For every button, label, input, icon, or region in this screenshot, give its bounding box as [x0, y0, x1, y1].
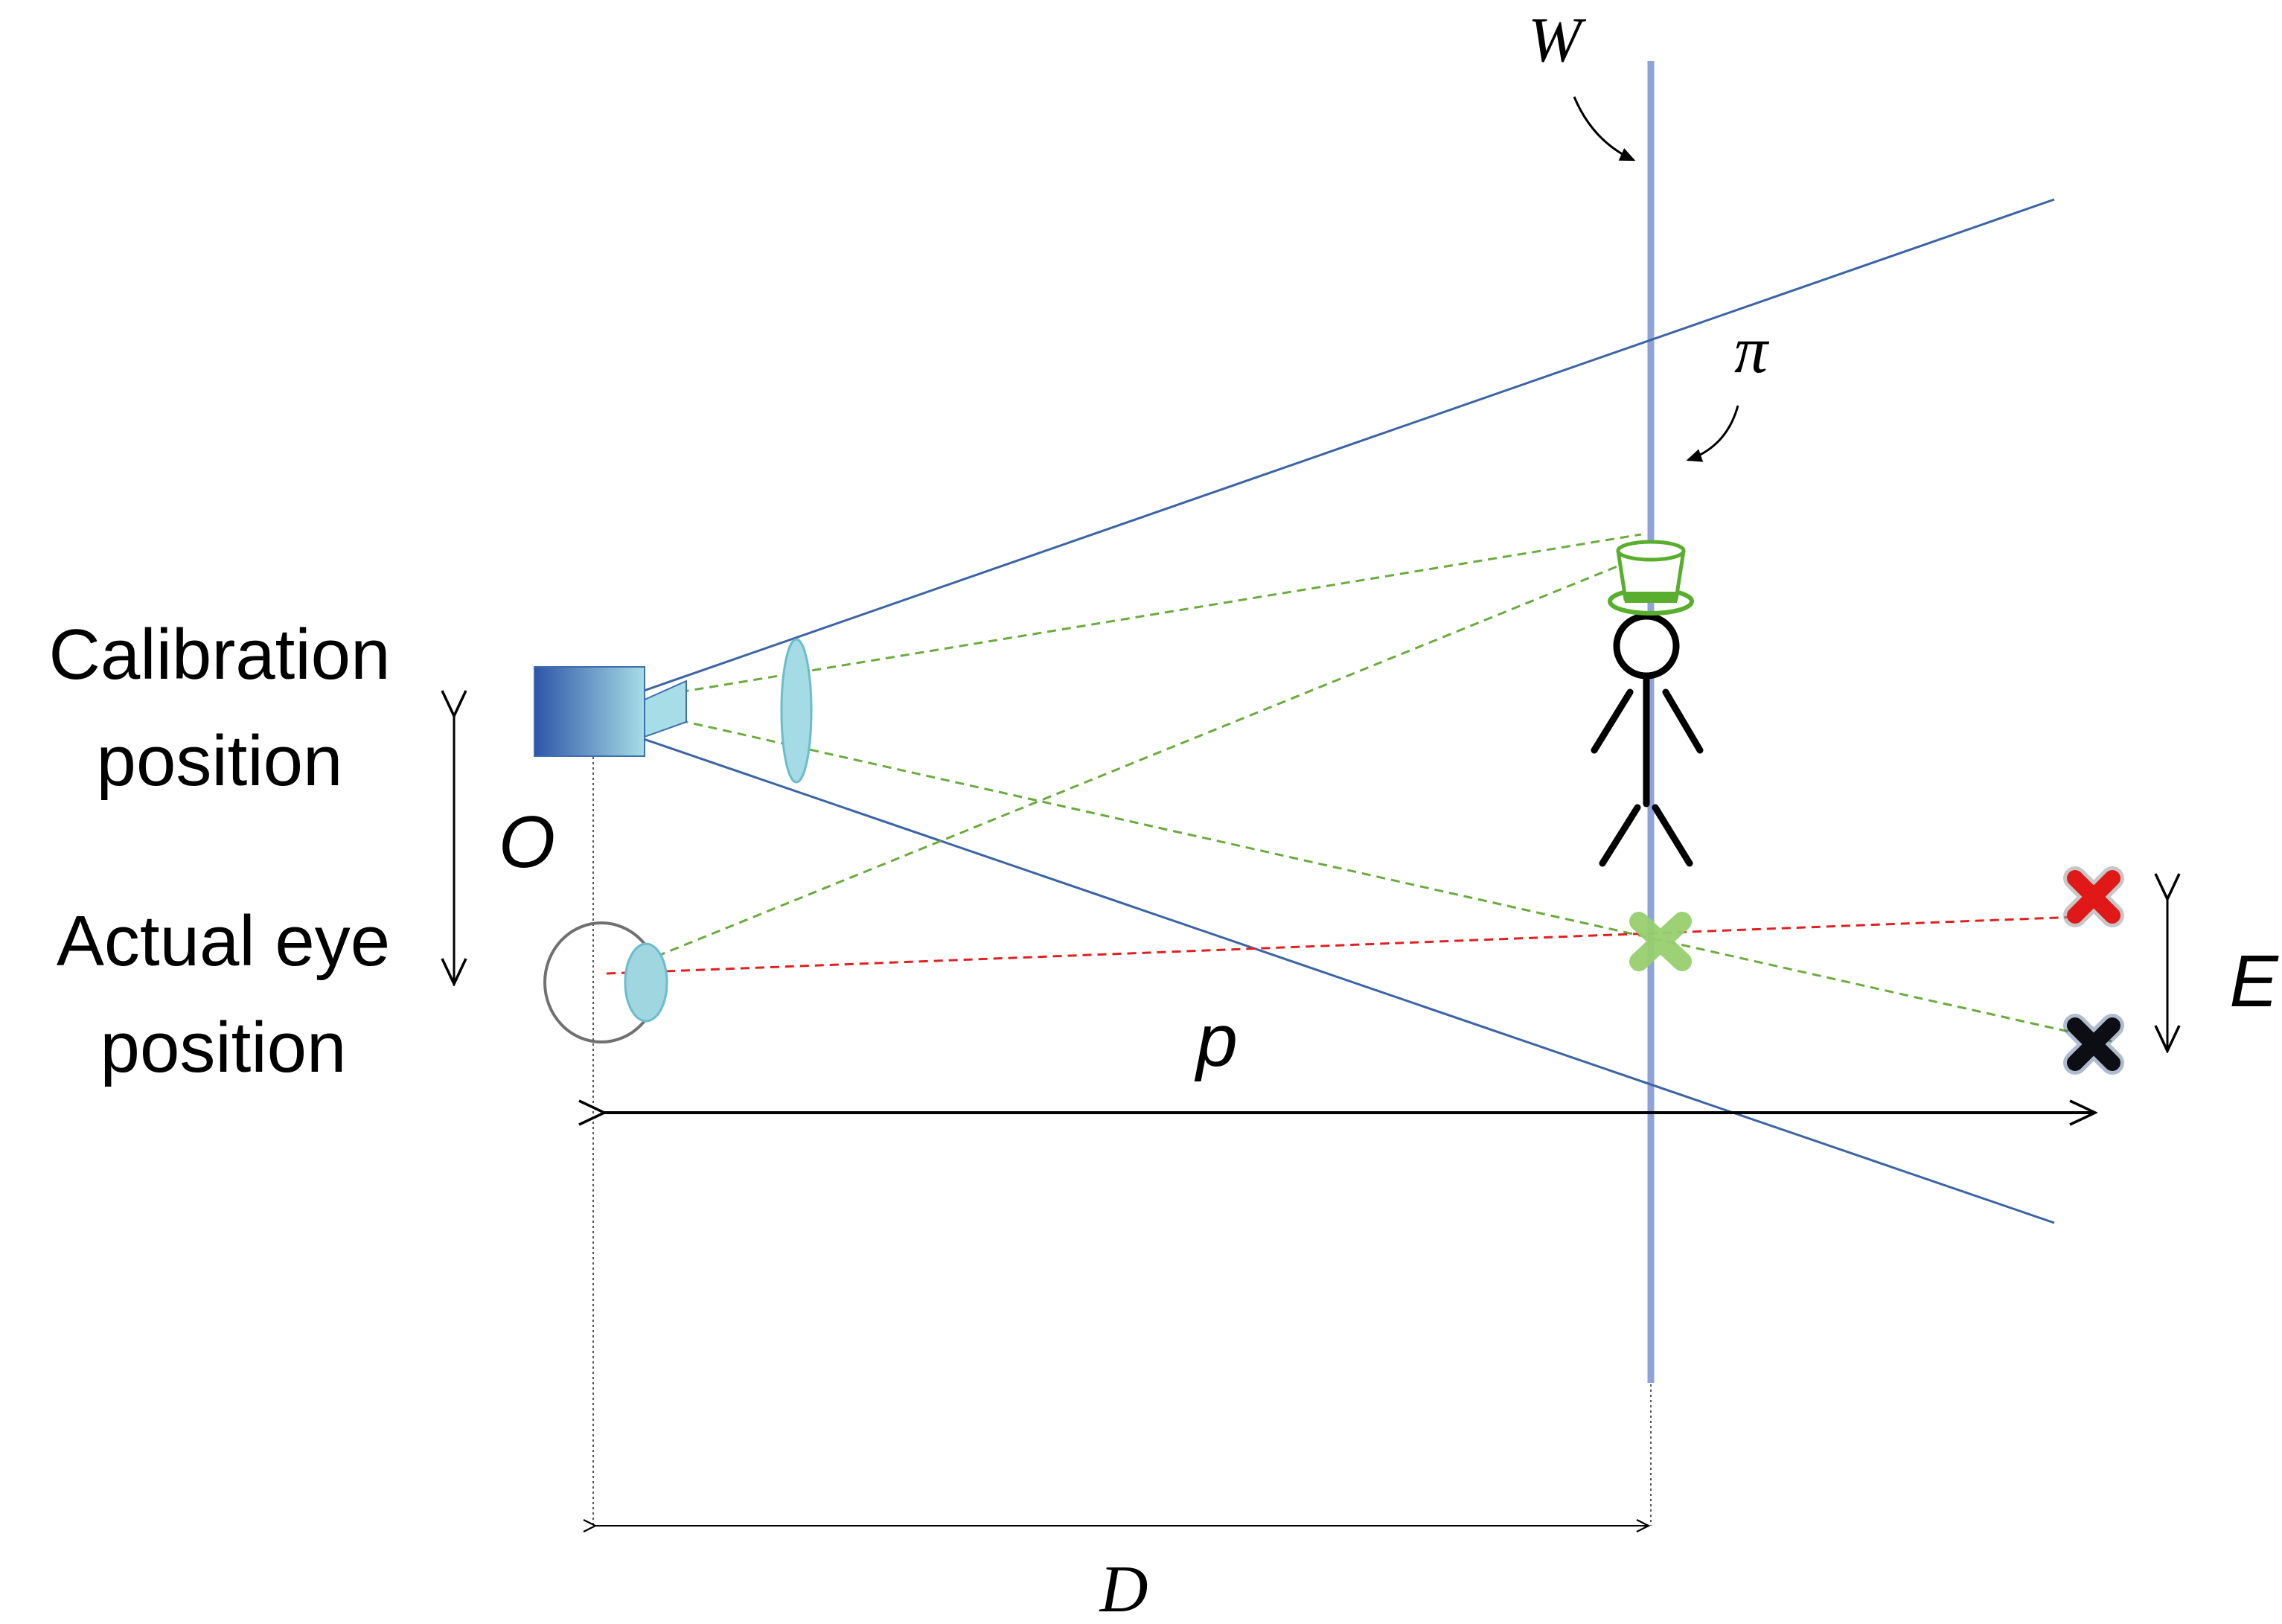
- d-label: D: [1099, 1553, 1148, 1624]
- red-cross-icon: [2063, 866, 2124, 927]
- pi-label: π: [1734, 313, 1770, 387]
- frustum-upper-line: [643, 198, 2055, 692]
- camera-icon: [534, 666, 687, 757]
- pi-pointer-arrow: [1686, 405, 1739, 462]
- actual-eye-label-line2: position: [100, 1008, 347, 1087]
- eye-to-red-marker-ray: [606, 915, 2077, 975]
- w-label: W: [1528, 4, 1587, 75]
- frustum-lower-line: [643, 738, 2055, 1224]
- e-label: E: [2229, 940, 2279, 1022]
- eye-icon: [543, 921, 668, 1043]
- calibration-label-line2: position: [97, 721, 343, 801]
- green-cross-icon: [1629, 912, 1692, 971]
- o-label: O: [499, 801, 555, 883]
- camera-rays: [606, 533, 2116, 1043]
- black-cross-icon: [2063, 1014, 2124, 1075]
- eye-to-hat-ray: [628, 557, 1638, 969]
- p-label: p: [1194, 999, 1238, 1082]
- stick-figure-icon: [1591, 613, 1704, 867]
- w-pointer-arrow: [1573, 96, 1636, 162]
- camera-lens: [780, 638, 813, 784]
- calibration-label-line1: Calibration: [49, 615, 391, 694]
- actual-eye-label-line1: Actual eye: [57, 901, 390, 981]
- top-hat-icon: [1608, 540, 1694, 616]
